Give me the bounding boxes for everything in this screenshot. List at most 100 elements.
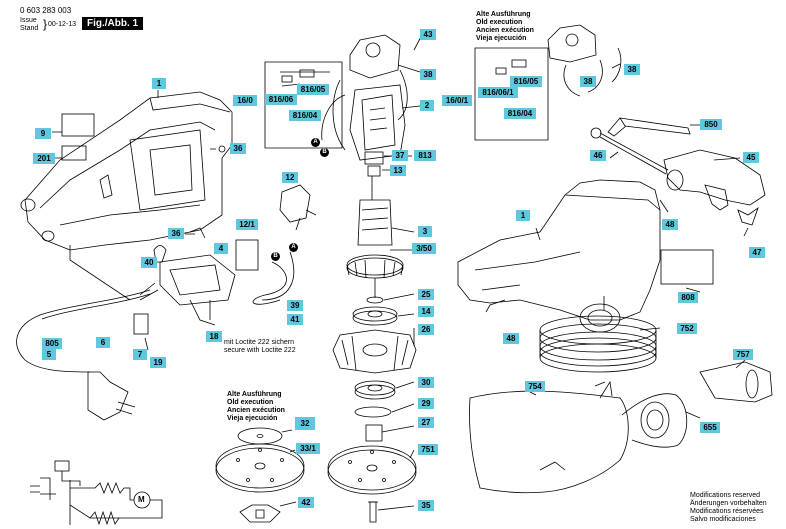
part-callout-751: 751 <box>418 444 438 455</box>
old-execution-note-right: Alte Ausführung Old execution Ancien exé… <box>476 11 534 43</box>
part-callout-752: 752 <box>677 323 697 334</box>
part-callout-14: 14 <box>418 306 434 317</box>
note-line: Änderungen vorbehalten <box>690 500 767 507</box>
part-callout-813: 813 <box>414 150 436 161</box>
part-callout-816-06: 816/06 <box>265 94 297 105</box>
part-callout-47: 47 <box>749 247 765 258</box>
part-callout-808: 808 <box>678 292 698 303</box>
note-line: Alte Ausführung <box>227 391 282 398</box>
part-callout-27: 27 <box>418 417 434 428</box>
note-line: Old execution <box>227 399 274 406</box>
part-callout-6: 6 <box>96 337 110 348</box>
document-number: 0 603 283 003 <box>20 6 72 15</box>
part-callout-16-0: 16/0 <box>233 95 257 106</box>
note-line: Modifications reserved <box>690 492 761 499</box>
issue-date: 00-12-13 <box>48 21 77 28</box>
part-callout-41: 41 <box>287 314 303 325</box>
label-plate-201 <box>61 145 87 161</box>
part-callout-33-1: 33/1 <box>296 443 320 454</box>
part-callout-3: 3 <box>418 226 432 237</box>
note-line: mit Loctite 222 sichern <box>224 339 295 346</box>
screw-36-top <box>218 145 226 153</box>
old-execution-note-left: Alte Ausführung Old execution Ancien exé… <box>227 391 285 423</box>
part-callout-25: 25 <box>418 289 434 300</box>
note-line: Old execution <box>476 19 523 26</box>
label-plate-808 <box>660 249 714 285</box>
part-callout-850: 850 <box>700 119 722 130</box>
part-callout-12: 12 <box>282 172 298 183</box>
part-callout-46: 46 <box>590 150 606 161</box>
part-callout-38-right-b: 38 <box>624 64 640 75</box>
part-callout-37: 37 <box>392 150 408 161</box>
motor-stack-drawing <box>321 34 417 523</box>
note-line: Ancien exécution <box>476 27 534 34</box>
part-callout-3-50: 3/50 <box>412 243 436 254</box>
screw-36-bottom <box>189 227 206 239</box>
part-callout-30: 30 <box>418 377 434 388</box>
part-callout-39: 39 <box>287 300 303 311</box>
modifications-note: Modifications reserved Änderungen vorbeh… <box>690 492 767 524</box>
note-line: Ancien exécution <box>227 407 285 414</box>
part-callout-816-05-right: 816/05 <box>510 76 542 87</box>
part-callout-35: 35 <box>418 500 434 511</box>
part-callout-816-04-center: 816/04 <box>289 110 321 121</box>
part-callout-9: 9 <box>35 128 51 139</box>
part-callout-32: 32 <box>295 417 315 430</box>
note-line: Vieja ejecución <box>227 415 278 422</box>
part-callout-42: 42 <box>298 497 314 508</box>
marker-b-lower: B <box>271 252 280 261</box>
sander-body-drawing <box>457 179 661 373</box>
part-callout-2: 2 <box>420 100 434 111</box>
issue-label: Issue <box>20 17 37 24</box>
pad-parts-left-drawing <box>215 427 305 523</box>
note-line: Alte Ausführung <box>476 11 531 18</box>
note-line: Salvo modificaciones <box>690 516 756 523</box>
part-callout-1-housing: 1 <box>152 78 166 89</box>
part-callout-18: 18 <box>206 331 222 342</box>
part-callout-29: 29 <box>418 398 434 409</box>
part-callout-13: 13 <box>390 165 406 176</box>
note-line: secure with Loctite 222 <box>224 347 296 354</box>
part-callout-48-handle: 48 <box>662 219 678 230</box>
part-callout-36-top: 36 <box>230 143 246 154</box>
part-callout-12-1: 12/1 <box>236 219 258 230</box>
part-callout-7: 7 <box>133 349 147 360</box>
part-callout-816-06-1: 816/06/1 <box>478 87 518 98</box>
marker-a-upper: A <box>311 138 320 147</box>
issue-bracket: } <box>43 17 48 31</box>
part-callout-4: 4 <box>214 243 228 254</box>
part-callout-38-right-a: 38 <box>580 76 596 87</box>
part-callout-1-sander: 1 <box>516 210 530 221</box>
part-callout-26: 26 <box>418 324 434 335</box>
part-callout-38-center: 38 <box>420 69 436 80</box>
part-callout-757: 757 <box>733 349 753 360</box>
dust-bag-drawing <box>469 361 773 494</box>
note-line: Modifications réservées <box>690 508 764 515</box>
part-callout-19: 19 <box>150 357 166 368</box>
part-callout-5: 5 <box>42 349 56 360</box>
part-callout-48-body: 48 <box>503 333 519 344</box>
part-callout-43: 43 <box>420 29 436 40</box>
note-line: Vieja ejecución <box>476 35 527 42</box>
old-execution-right-drawing <box>474 24 622 141</box>
part-callout-201: 201 <box>33 153 55 164</box>
loctite-note: mit Loctite 222 sichern secure with Loct… <box>224 339 296 355</box>
part-callout-754: 754 <box>525 381 545 392</box>
part-callout-16-0-1: 16/0/1 <box>442 95 472 106</box>
part-callout-805: 805 <box>42 338 62 349</box>
marker-b-upper: B <box>320 148 329 157</box>
figure-label: Fig./Abb. 1 <box>82 17 144 30</box>
housing-drawing <box>20 91 233 251</box>
wiring-schematic <box>30 460 163 526</box>
part-callout-36-bottom: 36 <box>168 228 184 239</box>
marker-a-lower: A <box>289 243 298 252</box>
motor-symbol: M <box>138 495 145 504</box>
switch-assembly-drawing <box>153 184 317 326</box>
part-callout-816-05-center: 816/05 <box>297 84 329 95</box>
part-callout-45: 45 <box>743 152 759 163</box>
part-callout-655: 655 <box>700 422 720 433</box>
stand-label: Stand <box>20 25 39 32</box>
label-plate-9 <box>61 113 95 137</box>
